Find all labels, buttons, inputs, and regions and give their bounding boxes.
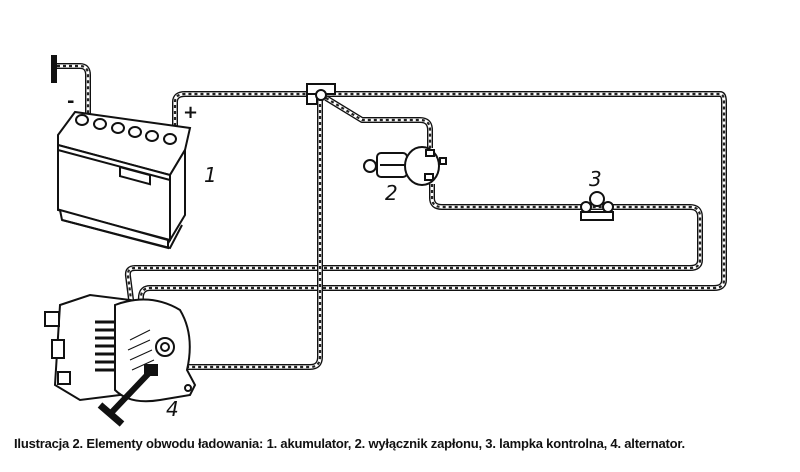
wire-to-switch [324, 95, 433, 148]
warning-lamp [580, 191, 614, 221]
wire-battery-positive-stroke [138, 92, 726, 317]
label-battery: 1 [204, 163, 217, 187]
label-ignition-switch: 2 [385, 181, 398, 205]
wire-to-switch-stroke [325, 97, 432, 148]
wire-vertical-alternator-stroke [152, 98, 322, 369]
ground-post-alternator [97, 369, 153, 427]
label-alternator: 4 [166, 397, 179, 421]
junction-block [306, 83, 336, 105]
figure-caption: Ilustracja 2. Elementy obwodu ładowania:… [14, 436, 685, 451]
positive-terminal-sign: + [183, 102, 198, 123]
wire-switch-lamp-stroke [126, 184, 702, 316]
wire-battery-positive [137, 91, 727, 317]
wires [57, 63, 727, 370]
wire-battery-ground-stroke [57, 64, 90, 118]
wire-to-switch-stroke [324, 95, 433, 148]
wire-switch-lamp-stroke [124, 184, 703, 316]
wire-battery-ground [57, 63, 91, 118]
wire-switch-lamp-stroke [126, 184, 702, 316]
wire-switch-lamp [124, 184, 703, 316]
label-warning-lamp: 3 [589, 167, 602, 191]
alternator [44, 293, 197, 403]
battery [57, 110, 192, 250]
ignition-switch [363, 146, 447, 186]
wire-vertical-alternator [152, 98, 323, 370]
ground-post-battery [51, 55, 57, 83]
negative-terminal-sign: - [67, 91, 74, 112]
